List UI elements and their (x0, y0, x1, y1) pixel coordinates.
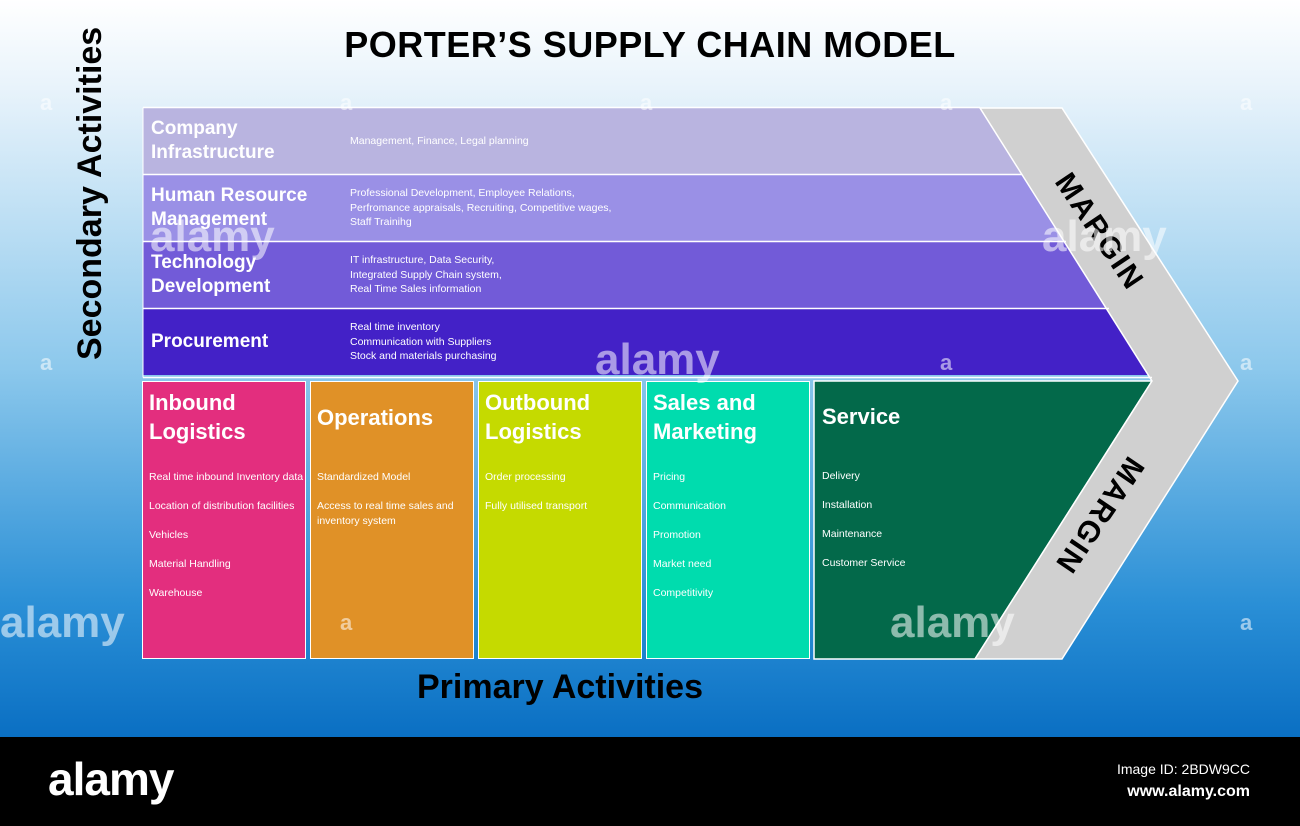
watermark-mark: a (340, 610, 353, 635)
watermark-mark: a (940, 90, 953, 115)
list-item: Warehouse (149, 587, 203, 599)
list-item: Standardized Model (317, 471, 411, 483)
primary-activities-label: Primary Activities (417, 668, 703, 706)
diagram-title: PORTER’S SUPPLY CHAIN MODEL (344, 24, 956, 65)
margin-chevron (142, 106, 1239, 660)
secondary-row-title: Technology Development (151, 252, 271, 297)
primary-col-items: Delivery Installation Maintenance Custom… (822, 469, 978, 585)
primary-col-title: Inbound Logistics (149, 390, 246, 444)
list-item: Real time inbound Inventory data (149, 471, 304, 483)
list-item: Access to real time sales and inventory … (317, 500, 454, 527)
list-item: Installation (822, 499, 873, 511)
footer-bar: alamy Image ID: 2BDW9CC www.alamy.com (0, 737, 1300, 826)
primary-col-title: Outbound Logistics (485, 390, 591, 444)
watermark-mark: a (1240, 350, 1253, 375)
list-item: Delivery (822, 470, 860, 482)
secondary-row-desc: Professional Development, Employee Relat… (350, 187, 612, 229)
primary-col-operations: Operations Standardized Model Access to … (310, 381, 474, 659)
secondary-block-outline (142, 107, 144, 378)
watermark-mark: a (40, 350, 53, 375)
secondary-row-desc: IT infrastructure, Data Security, Integr… (350, 254, 502, 296)
diagram-canvas: PORTER’S SUPPLY CHAIN MODEL Secondary Ac… (0, 0, 1300, 737)
secondary-row-technology: Technology Development IT infrastructure… (143, 242, 1108, 308)
list-item: Vehicles (149, 529, 189, 541)
primary-col-items: Order processing Fully utilised transpor… (485, 470, 641, 528)
margin-band (973, 107, 1239, 660)
secondary-row-infrastructure: Company Infrastructure Management, Finan… (143, 108, 1023, 174)
image-id: Image ID: 2BDW9CC (1116, 761, 1250, 777)
watermark-mark: a (340, 90, 353, 115)
list-item: Fully utilised transport (485, 500, 588, 512)
primary-col-title: Operations (317, 404, 434, 430)
list-item: Order processing (485, 471, 566, 483)
list-item: Market need (653, 558, 712, 570)
watermark-brand: alamy (1042, 212, 1167, 261)
alamy-logo: alamy (48, 753, 174, 805)
watermark-mark: a (640, 90, 653, 115)
secondary-row-procurement: Procurement Real time inventory Communic… (143, 309, 1148, 375)
primary-col-outbound: Outbound Logistics Order processing Full… (478, 381, 642, 659)
secondary-row-desc: Management, Finance, Legal planning (350, 134, 529, 147)
primary-col-sales: Sales and Marketing Pricing Communicatio… (646, 381, 810, 659)
watermark-brand: alamy (0, 598, 125, 647)
watermark-brand: alamy (595, 335, 720, 384)
primary-col-inbound: Inbound Logistics Real time inbound Inve… (142, 381, 306, 659)
list-item: Pricing (653, 471, 686, 483)
watermark-mark: a (1240, 90, 1253, 115)
watermark-mark: a (40, 90, 53, 115)
primary-col-title: Service (822, 403, 901, 429)
list-item: Communication (653, 500, 726, 512)
secondary-row-desc: Real time inventory Communication with S… (350, 321, 497, 363)
primary-col-title: Sales and Marketing (653, 390, 757, 444)
list-item: Promotion (653, 529, 701, 541)
watermark-mark: a (940, 350, 953, 375)
primary-col-items: Pricing Communication Promotion Market n… (653, 470, 809, 615)
watermark-mark: a (1240, 610, 1253, 635)
watermark-brand: alamy (890, 598, 1015, 647)
footer-url: www.alamy.com (1127, 783, 1250, 800)
secondary-row-title: Company Infrastructure (151, 118, 275, 163)
secondary-row-title: Procurement (151, 331, 269, 352)
list-item: Location of distribution facilities (149, 500, 295, 512)
primary-col-items: Standardized Model Access to real time s… (317, 470, 473, 543)
list-item: Customer Service (822, 557, 906, 569)
secondary-row-hr: Human Resource Management Professional D… (143, 175, 1063, 241)
watermark-brand: alamy (150, 212, 275, 261)
secondary-row-title: Human Resource Management (151, 185, 308, 230)
primary-col-service: Service Delivery Installation Maintenanc… (814, 381, 1154, 659)
primary-col-items: Real time inbound Inventory data Locatio… (149, 470, 305, 615)
list-item: Competitivity (653, 587, 714, 599)
list-item: Material Handling (149, 558, 231, 570)
list-item: Maintenance (822, 528, 883, 540)
